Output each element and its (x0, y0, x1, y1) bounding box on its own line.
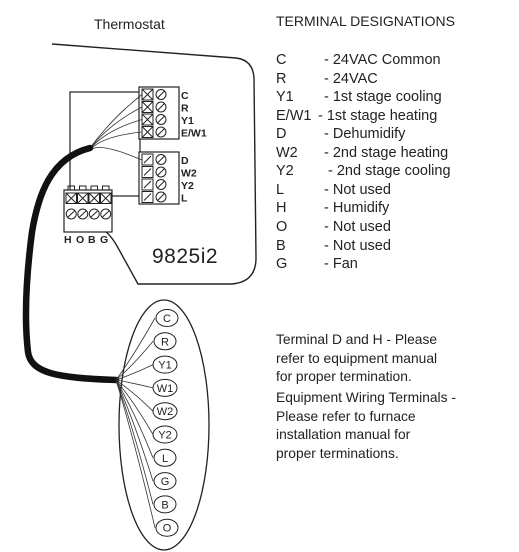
thermostat-terminal-label: L (181, 193, 188, 205)
note-terminal-d-h: Terminal D and H - Please refer to equipm… (276, 331, 437, 387)
equipment-terminal-label: Y1 (158, 360, 171, 372)
equipment-terminal-label: L (162, 453, 168, 465)
note-equipment-wiring: Equipment Wiring Terminals - Please refer… (276, 389, 456, 463)
terminal-screw-c (141, 88, 167, 101)
designation-code: L (276, 181, 285, 198)
thermostat-terminal-label: H (64, 234, 72, 246)
designation-description: - Not used (324, 237, 391, 254)
equipment-terminal-g: G (153, 472, 177, 491)
thermostat-terminal-label: O (76, 234, 84, 246)
note-line: refer to equipment manual (276, 350, 438, 366)
designation-code: H (276, 200, 287, 217)
thermostat-title: Thermostat (94, 16, 165, 32)
equipment-wire (115, 379, 154, 505)
terminal-screw-o (77, 185, 89, 220)
thermostat-terminal-label: W2 (181, 168, 197, 180)
equipment-terminal-label: W2 (157, 406, 174, 418)
designation-description: - Dehumidify (324, 126, 406, 143)
designation-code: Y2 (276, 163, 294, 180)
equipment-wire (115, 379, 154, 389)
thermostat-terminal-label: D (181, 155, 189, 167)
equipment-terminal-b: B (153, 495, 177, 514)
terminal-screw-y2 (141, 178, 167, 191)
thermostat-terminal-label: C (181, 90, 189, 102)
designation-description: - 2nd stage heating (324, 144, 449, 161)
terminal-screw-d (141, 153, 167, 166)
thermostat-wire (89, 119, 143, 150)
note-line: Please refer to furnace (276, 408, 416, 424)
designation-description: - Fan (324, 256, 358, 273)
equipment-terminal-label: B (161, 499, 168, 511)
equipment-wire (115, 379, 154, 482)
designation-code: Y1 (276, 89, 294, 106)
equipment-terminal-label: G (161, 476, 170, 488)
thermostat-wire (89, 147, 143, 161)
designation-code: G (276, 256, 288, 273)
designations-title: TERMINAL DESIGNATIONS (276, 13, 455, 29)
thermostat-outline (51, 43, 257, 285)
thermostat-wire (89, 94, 143, 149)
terminal-plate (69, 91, 141, 197)
thermostat-terminal-label: R (181, 103, 189, 115)
note-line: for proper termination. (276, 369, 412, 384)
thermostat-terminal-label: Y2 (181, 180, 194, 192)
equipment-terminal-label: O (163, 523, 172, 535)
note-line: Equipment Wiring Terminals - (276, 390, 456, 405)
equipment-wire (115, 364, 154, 381)
designation-code: C (276, 52, 287, 68)
equipment-terminal-r: R (153, 332, 177, 351)
terminal-screw-w2 (141, 166, 167, 178)
terminal-screw-g (100, 185, 112, 220)
equipment-wire (115, 379, 154, 412)
equipment-outline (118, 299, 210, 551)
equipment-terminal-w1: W1 (152, 378, 178, 397)
designation-description: - 1st stage cooling (324, 89, 442, 106)
thermostat-terminal-label: G (100, 234, 108, 246)
equipment-terminal-c: C (155, 309, 179, 327)
equipment-terminal-o: O (155, 518, 179, 537)
equipment-terminal-y2: Y2 (152, 425, 178, 444)
designation-description: - 24VAC Common (324, 52, 441, 68)
equipment-wire (115, 379, 154, 435)
equipment-wire (115, 379, 154, 458)
equipment-terminal-w2: W2 (152, 402, 178, 421)
designation-description: - 24VAC (324, 70, 378, 87)
designation-code: D (276, 126, 287, 143)
designation-code: O (276, 218, 288, 235)
note-line: installation manual for (276, 427, 411, 442)
designation-description: - Humidify (324, 200, 390, 217)
designation-description: - 1st stage heating (318, 107, 438, 124)
equipment-terminal-label: R (161, 336, 169, 348)
equipment-terminal-label: Y2 (158, 430, 171, 442)
terminal-screw-y1 (141, 113, 167, 126)
equipment-wire (115, 341, 154, 381)
equipment-wire (115, 317, 156, 381)
equipment-wire (115, 379, 156, 528)
designation-code: W2 (276, 144, 298, 161)
note-line: Terminal D and H - Please (276, 332, 438, 347)
terminal-screw-h (65, 185, 77, 220)
equipment-terminal-y1: Y1 (152, 355, 178, 374)
terminal-screw-b (88, 185, 100, 220)
designation-description: - 2nd stage cooling (328, 163, 451, 180)
equipment-terminal-l: L (153, 448, 177, 467)
note-line: proper terminations. (276, 445, 399, 461)
thermostat-terminal-label: Y1 (181, 115, 194, 127)
thermostat-terminal-label: E/W1 (181, 128, 207, 140)
designation-description: - Not used (324, 181, 391, 198)
main-cable (22, 144, 120, 384)
thermostat-wire (89, 106, 143, 149)
designation-description: - Not used (324, 218, 391, 235)
terminal-screw-l (141, 191, 167, 203)
equipment-terminal-label: W1 (157, 383, 174, 395)
model-number: 9825i2 (152, 245, 218, 268)
designation-code: B (276, 237, 286, 254)
thermostat-terminal-label: B (88, 234, 96, 246)
designation-code: E/W1 (276, 107, 312, 124)
designation-code: R (276, 70, 287, 87)
equipment-terminal-label: C (163, 313, 171, 325)
